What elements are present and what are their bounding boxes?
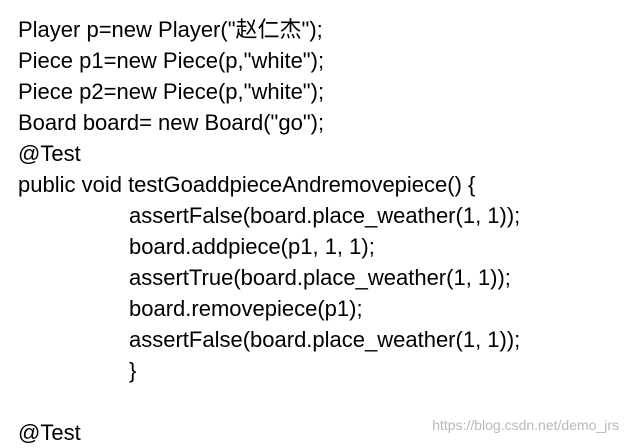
code-line-player: Player p=new Player("赵仁杰");	[18, 17, 323, 42]
code-line-removepiece: board.removepiece(p1);	[129, 296, 363, 321]
code-line-closing-brace: }	[129, 358, 137, 383]
code-line-blank	[18, 386, 618, 417]
watermark-url: https://blog.csdn.net/demo_jrs	[432, 417, 619, 433]
code-line-board: Board board= new Board("go");	[18, 110, 325, 135]
code-line-piece-p2: Piece p2=new Piece(p,"white");	[18, 79, 325, 104]
code-line-test-annotation-2: @Test	[18, 420, 81, 445]
code-listing: Player p=new Player("赵仁杰"); Piece p1=new…	[18, 14, 618, 448]
code-line-assert-true: assertTrue(board.place_weather(1, 1));	[129, 265, 511, 290]
code-line-method-signature: public void testGoaddpieceAndremovepiece…	[18, 172, 476, 197]
code-line-test-annotation: @Test	[18, 141, 81, 166]
code-line-assert-false-1: assertFalse(board.place_weather(1, 1));	[129, 203, 521, 228]
code-line-piece-p1: Piece p1=new Piece(p,"white");	[18, 48, 325, 73]
code-line-assert-false-2: assertFalse(board.place_weather(1, 1));	[129, 327, 521, 352]
code-line-addpiece: board.addpiece(p1, 1, 1);	[129, 234, 375, 259]
